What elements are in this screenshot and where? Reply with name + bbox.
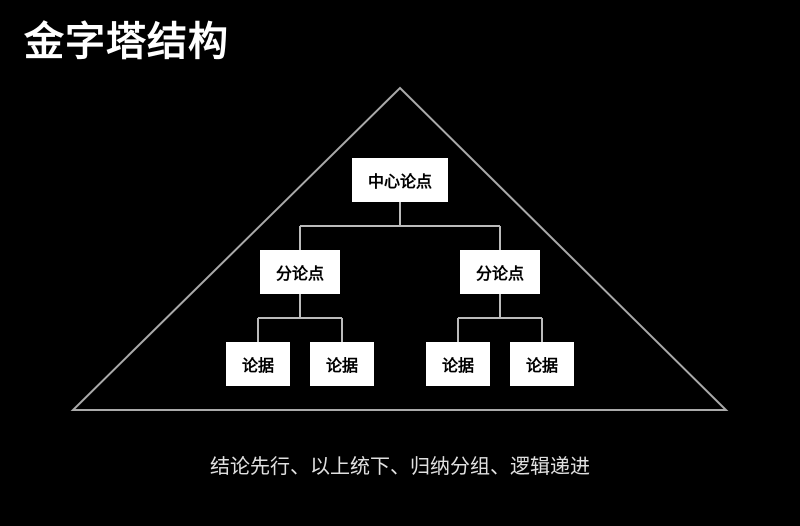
evidence-box-left-1: 论据 [226, 342, 290, 386]
pyramid-outline [70, 86, 729, 411]
sub-argument-box-right: 分论点 [460, 250, 540, 294]
central-argument-box: 中心论点 [352, 158, 448, 202]
sub-argument-box-left: 分论点 [260, 250, 340, 294]
connector-root-branches [299, 202, 501, 250]
evidence-box-left-2: 论据 [310, 342, 374, 386]
principles-caption: 结论先行、以上统下、归纳分组、逻辑递进 [210, 454, 590, 478]
evidence-box-right-1: 论据 [426, 342, 490, 386]
evidence-box-right-2: 论据 [510, 342, 574, 386]
connector-right-leaves [457, 294, 543, 342]
page-title: 金字塔结构 [24, 19, 229, 65]
connector-left-leaves [257, 294, 343, 342]
